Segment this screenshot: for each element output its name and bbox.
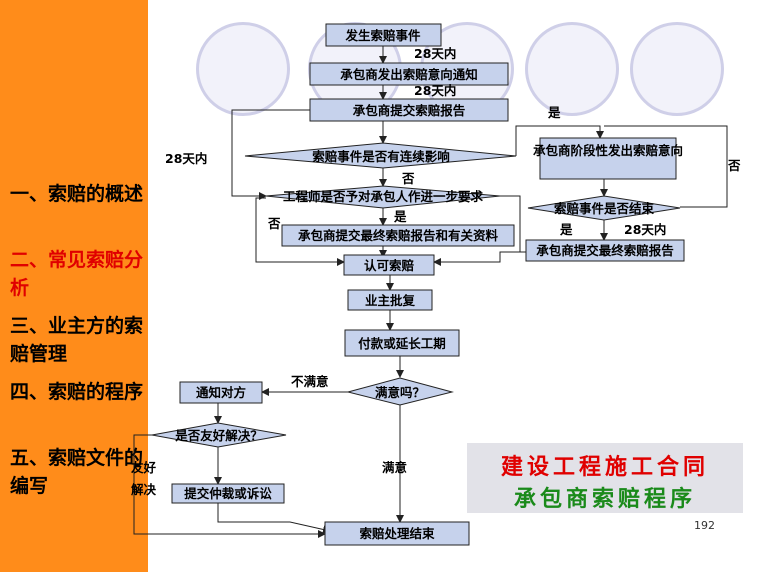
sidebar: 一、索赔的概述 二、常见索赔分析 三、业主方的索赔管理 四、索赔的程序 五、索赔…	[0, 0, 148, 572]
node-end: 索赔处理结束	[324, 521, 470, 546]
label-amicable-part2: 解决	[131, 482, 157, 497]
node-engineer-diamond: 工程师是否予对承包人作进一步要求	[265, 185, 501, 209]
label-28-days-left: 28天内	[165, 151, 207, 166]
svg-text:索赔事件是否结束: 索赔事件是否结束	[554, 201, 655, 216]
node-payment: 付款或延长工期	[344, 329, 460, 357]
label-28-days: 28天内	[414, 83, 456, 98]
svg-text:索赔事件是否有连续影响: 索赔事件是否有连续影响	[312, 149, 450, 164]
node-notify-other: 通知对方	[179, 381, 263, 404]
svg-text:是否友好解决？: 是否友好解决？	[174, 428, 263, 443]
decor-circle	[630, 22, 724, 116]
svg-text:承包商提交索赔报告: 承包商提交索赔报告	[353, 103, 466, 118]
sidebar-item-overview[interactable]: 一、索赔的概述	[10, 183, 144, 205]
svg-text:提交仲裁或诉讼: 提交仲裁或诉讼	[184, 486, 272, 501]
sidebar-item-documents[interactable]: 五、索赔文件的编写	[10, 447, 144, 497]
node-satisfied-diamond: 满意吗？	[346, 377, 454, 406]
svg-text:承包商发出索赔意向通知: 承包商发出索赔意向通知	[340, 67, 478, 82]
node-approve: 认可索赔	[343, 254, 435, 276]
decor-circle	[525, 22, 619, 116]
label-amicable-part1: 友好	[130, 460, 157, 475]
node-notice: 承包商发出索赔意向通知	[309, 62, 509, 86]
label-yes-ended: 是	[559, 222, 573, 237]
svg-text:业主批复: 业主批复	[365, 293, 416, 308]
label-no-ended: 否	[727, 158, 741, 173]
sidebar-item-procedure[interactable]: 四、索赔的程序	[10, 381, 144, 403]
connector-lines	[133, 46, 728, 538]
svg-text:承包商提交最终索赔报告和有关资料: 承包商提交最终索赔报告和有关资料	[298, 228, 499, 243]
sidebar-item-owner-claims[interactable]: 三、业主方的索赔管理	[10, 315, 144, 365]
node-event-ended-diamond: 索赔事件是否结束	[527, 195, 681, 221]
svg-text:发生索赔事件: 发生索赔事件	[344, 28, 421, 43]
node-owner-approve: 业主批复	[347, 289, 433, 311]
label-satisfied: 满意	[382, 460, 407, 475]
sidebar-item-common-claims[interactable]: 二、常见索赔分析	[10, 249, 144, 299]
svg-text:认可索赔: 认可索赔	[364, 258, 415, 273]
svg-text:承包商提交最终索赔报告: 承包商提交最终索赔报告	[536, 243, 674, 258]
svg-text:索赔处理结束: 索赔处理结束	[359, 526, 435, 541]
title-line-2: 承包商索赔程序	[513, 487, 696, 512]
label-not-satisfied: 不满意	[291, 374, 329, 389]
node-arbitration: 提交仲裁或诉讼	[171, 483, 285, 504]
node-final-report: 承包商提交最终索赔报告	[525, 239, 685, 262]
node-amicable-diamond: 是否友好解决？	[151, 422, 287, 448]
title-line-1: 建设工程施工合同	[500, 455, 709, 480]
title-box: 建设工程施工合同 承包商索赔程序	[467, 443, 743, 513]
page-number: 192	[694, 519, 715, 532]
svg-text:工程师是否予对承包人作进一步要求: 工程师是否予对承包人作进一步要求	[283, 189, 484, 204]
node-continuous-diamond: 索赔事件是否有连续影响	[244, 142, 517, 169]
node-start: 发生索赔事件	[325, 23, 442, 47]
label-28-days: 28天内	[414, 46, 456, 61]
svg-text:付款或延长工期: 付款或延长工期	[358, 336, 446, 351]
decor-circle	[196, 22, 290, 116]
label-yes-continuous: 是	[547, 105, 561, 120]
svg-text:满意吗？: 满意吗？	[375, 385, 425, 400]
label-yes-engineer: 是	[393, 209, 407, 224]
label-no-continuous: 否	[401, 171, 415, 186]
label-28-days-right: 28天内	[624, 222, 666, 237]
node-submit-report: 承包商提交索赔报告	[309, 98, 509, 122]
label-no-engineer: 否	[267, 216, 281, 231]
node-final-report-docs: 承包商提交最终索赔报告和有关资料	[281, 224, 515, 247]
svg-text:承包商阶段性发出索赔意向: 承包商阶段性发出索赔意向	[533, 143, 683, 158]
svg-text:通知对方: 通知对方	[196, 385, 246, 400]
node-stage-notice: 承包商阶段性发出索赔意向	[533, 137, 683, 180]
